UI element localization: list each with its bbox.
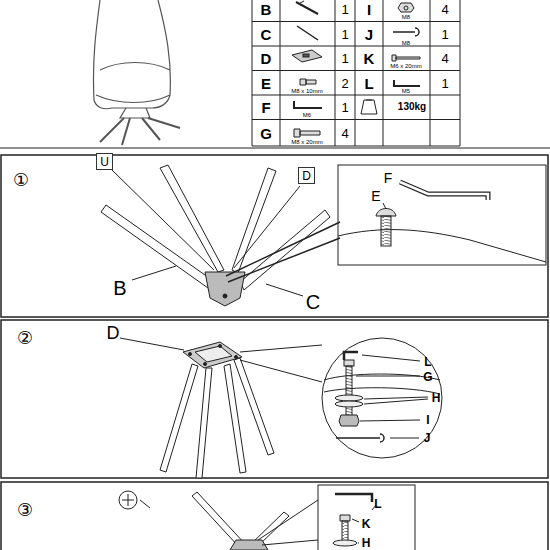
- part-label: 1: [441, 77, 448, 90]
- part-label: J: [365, 27, 373, 42]
- part-label: F: [384, 171, 393, 185]
- part-label: E: [371, 189, 380, 203]
- part-label: L: [424, 356, 431, 368]
- part-label: 1: [341, 52, 348, 65]
- orientation-letter: D: [302, 170, 311, 182]
- part-label: H: [362, 537, 371, 549]
- part-label: 2: [341, 77, 348, 90]
- part-label: 1: [441, 28, 448, 41]
- size-caption: M6: [303, 112, 311, 118]
- part-label: J: [424, 432, 431, 444]
- part-label: I: [367, 2, 371, 17]
- part-label: 1: [341, 28, 348, 41]
- size-caption: M8: [402, 40, 410, 46]
- step-number: ①: [13, 171, 29, 189]
- part-label: C: [306, 292, 320, 312]
- part-label: I: [426, 414, 429, 426]
- size-caption: M6 x 20mm: [390, 63, 421, 69]
- part-label: 1: [341, 101, 348, 114]
- part-label: F: [261, 100, 270, 115]
- part-label: 4: [341, 127, 348, 140]
- part-label: L: [364, 76, 373, 91]
- part-label: C: [261, 27, 272, 42]
- part-label: K: [364, 51, 375, 66]
- orientation-letter: U: [100, 156, 109, 168]
- part-label: L: [374, 498, 381, 510]
- size-caption: M8 x 20mm: [291, 139, 322, 145]
- orientation-box: U: [96, 153, 113, 170]
- part-label: 4: [441, 52, 448, 65]
- size-caption: M8: [402, 14, 410, 20]
- part-label: D: [261, 51, 272, 66]
- size-caption: M5: [402, 88, 410, 94]
- part-label: D: [107, 324, 120, 342]
- part-label: E: [261, 76, 271, 91]
- part-label: 4: [441, 3, 448, 16]
- part-label: K: [362, 518, 371, 530]
- step-number: ②: [17, 329, 33, 347]
- part-label: H: [432, 392, 441, 404]
- part-label: B: [261, 2, 272, 17]
- part-label: G: [260, 126, 272, 141]
- orientation-box: D: [298, 167, 315, 184]
- size-caption: M8 x 10mm: [291, 88, 322, 94]
- part-label: G: [423, 371, 432, 383]
- step-number: ③: [17, 501, 33, 519]
- part-label: B: [113, 278, 126, 298]
- part-label: 1: [341, 3, 348, 16]
- part-label: 130kg: [398, 102, 426, 112]
